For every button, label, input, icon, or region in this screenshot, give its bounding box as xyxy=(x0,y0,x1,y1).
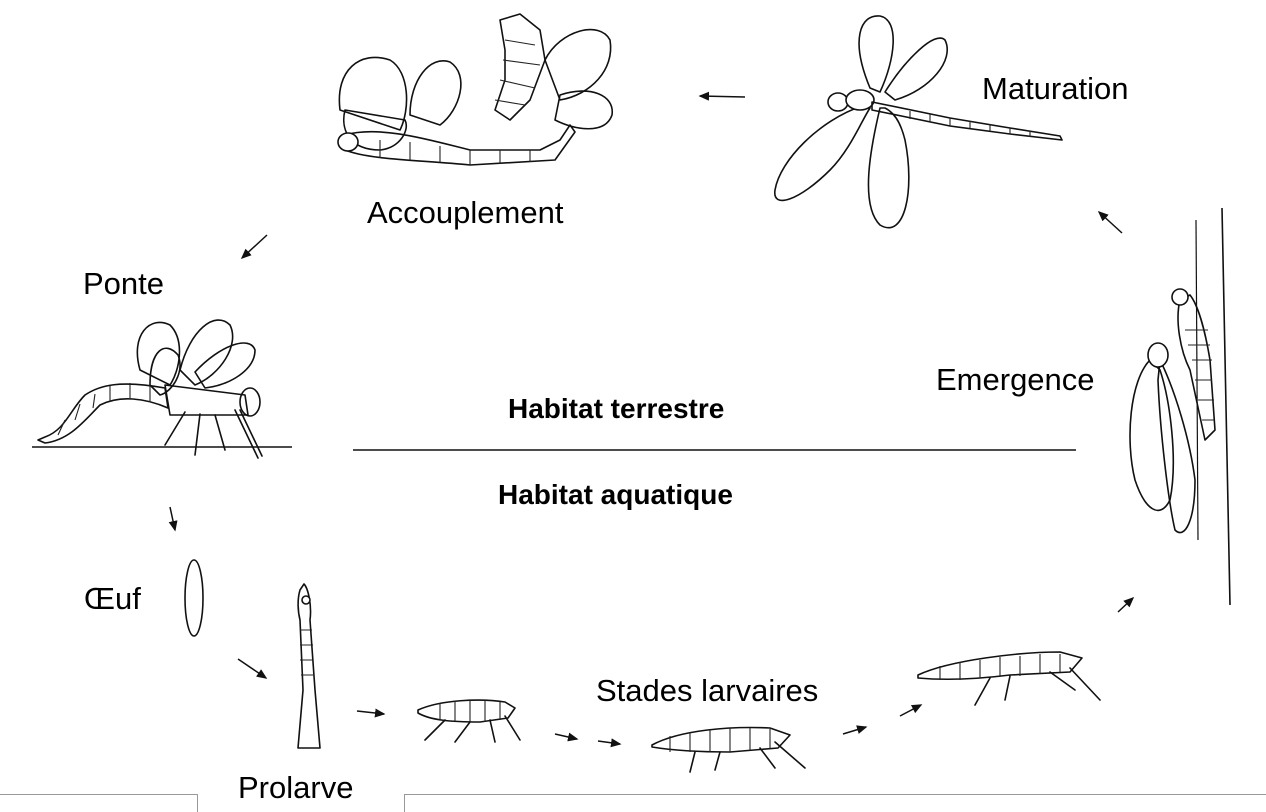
arrow-larva3-to-emergence xyxy=(1118,598,1133,612)
label-maturation: Maturation xyxy=(982,73,1128,104)
label-emergence: Emergence xyxy=(936,364,1095,395)
larva-stage-1 xyxy=(418,700,520,742)
bottom-frame-right-edge xyxy=(404,794,405,812)
egg-drawing xyxy=(185,560,203,636)
arrow-prolarva-to-larva1 xyxy=(357,711,384,714)
arrow-larva1-to-larva2-b xyxy=(598,741,620,744)
arrow-larva2-to-larva3-a xyxy=(843,727,866,734)
arrow-laying-to-egg xyxy=(170,507,175,530)
label-ponte: Ponte xyxy=(83,268,164,299)
arrow-maturation-to-mating xyxy=(700,96,745,97)
label-oeuf: Œuf xyxy=(84,583,141,614)
larva-stage-2 xyxy=(652,728,805,772)
emergence-stem xyxy=(1222,208,1230,605)
label-habitat-aquatique: Habitat aquatique xyxy=(498,481,733,509)
arrow-egg-to-prolarva xyxy=(238,659,266,678)
laying-dragonfly xyxy=(38,320,262,458)
label-prolarve: Prolarve xyxy=(238,772,353,803)
maturation-dragonfly xyxy=(775,16,1062,228)
label-accouplement: Accouplement xyxy=(367,197,563,228)
arrow-emergence-to-maturation xyxy=(1099,212,1122,233)
arrow-larva2-to-larva3-b xyxy=(900,705,921,716)
mating-dragonflies xyxy=(338,14,612,165)
bottom-frame-left xyxy=(0,794,198,795)
arrow-larva1-to-larva2-a xyxy=(555,734,577,739)
arrow-mating-to-laying xyxy=(242,235,267,258)
label-habitat-terrestre: Habitat terrestre xyxy=(508,395,724,423)
emergence-dragonfly xyxy=(1130,289,1215,533)
bottom-frame-left-edge xyxy=(197,794,198,812)
prolarva-drawing xyxy=(298,584,320,748)
bottom-frame-right xyxy=(404,794,1266,795)
larva-stage-3 xyxy=(918,652,1100,705)
label-stades-larvaires: Stades larvaires xyxy=(596,675,818,706)
